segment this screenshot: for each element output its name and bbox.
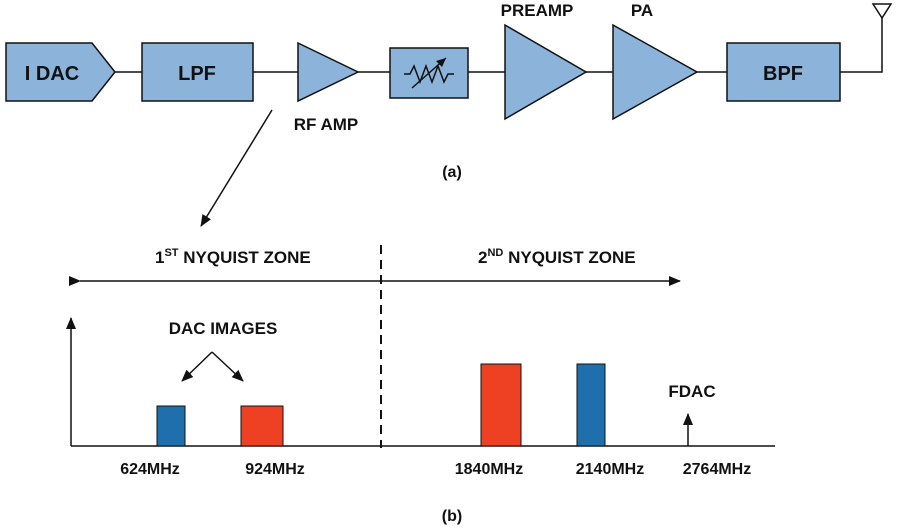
pa-label: PA (631, 1, 653, 20)
wire-bpf-antenna (840, 18, 883, 73)
spectrum-section: 1ST NYQUIST ZONE 2ND NYQUIST ZONE DAC IM… (66, 245, 775, 525)
tick-labels: 624MHz 924MHz 1840MHz 2140MHz 2764MHz (120, 461, 751, 478)
rf-amp-label: RF AMP (294, 115, 359, 134)
tick-label-624mhz: 624MHz (120, 461, 180, 478)
tick-label-2140mhz: 2140MHz (576, 461, 644, 478)
dac-images-label: DAC IMAGES (169, 319, 278, 338)
antenna-icon (871, 3, 893, 20)
rf-amp-triangle (297, 41, 360, 103)
spectrum-bar-924mhz (240, 405, 284, 447)
pa-triangle (612, 23, 699, 121)
dac-images-arrow-right (211, 351, 244, 382)
lpf-label: LPF (178, 63, 216, 85)
preamp-triangle (504, 23, 588, 121)
spectrum-bar-1840mhz (480, 363, 522, 447)
idac-label: I DAC (25, 63, 79, 85)
caption-a: (a) (442, 164, 462, 181)
bars-layer (156, 363, 606, 447)
lpf-block (141, 42, 254, 102)
tick-label-1840mhz: 1840MHz (455, 461, 523, 478)
caption-b: (b) (442, 508, 462, 525)
bpf-label: BPF (763, 63, 803, 85)
preamp-label: PREAMP (501, 1, 574, 20)
callout-arrow (200, 109, 273, 227)
tick-label-924mhz: 924MHz (245, 461, 305, 478)
spectrum-bar-2140mhz (576, 363, 606, 447)
tick-label-2764mhz: 2764MHz (683, 461, 751, 478)
fdac-label: FDAC (668, 382, 715, 401)
dac-images-arrow-left (181, 351, 213, 382)
zone1-label: 1ST NYQUIST ZONE (155, 247, 311, 267)
idac-block (5, 42, 116, 102)
zone2-label: 2ND NYQUIST ZONE (478, 247, 636, 267)
signal-chain: I DAC LPF RF AMP PREAMP PA BPF (a) (5, 1, 893, 181)
bpf-block (726, 42, 841, 102)
variable-resistor-icon (404, 57, 454, 89)
spectrum-bar-624mhz (156, 405, 186, 447)
